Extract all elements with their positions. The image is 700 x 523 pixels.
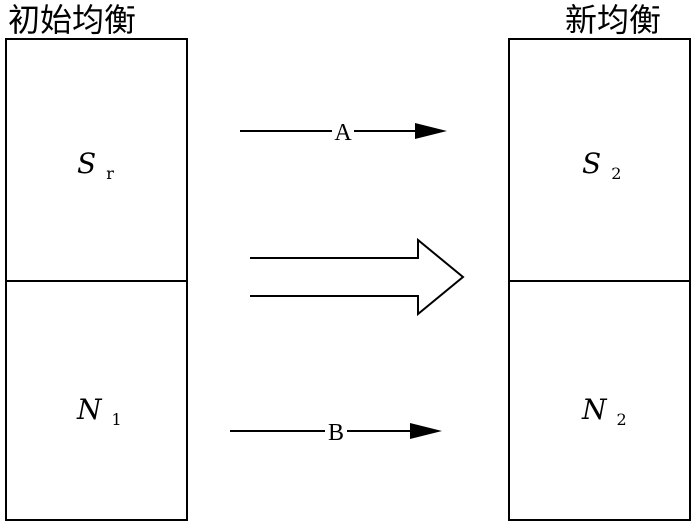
transition-double-arrow-outline	[250, 237, 465, 317]
initial-bottom-var: N	[77, 393, 102, 426]
arrow-b-label-bg	[325, 416, 347, 444]
arrow-a-head	[415, 123, 447, 139]
arrow-b-label: B	[328, 420, 344, 446]
initial-divider	[7, 280, 186, 282]
new-equilibrium-title: 新均衡	[565, 1, 662, 39]
initial-equilibrium-title: 初始均衡	[8, 1, 137, 39]
new-top-var: S	[582, 147, 602, 180]
initial-top-var: S	[77, 147, 97, 180]
transition-double-arrow	[250, 237, 465, 317]
arrow-a: A	[240, 116, 447, 146]
arrow-a-label-bg	[332, 116, 354, 144]
initial-top-sub: r	[106, 164, 114, 183]
new-bottom-sub: 2	[616, 410, 627, 429]
initial-bottom-sub: 1	[111, 410, 122, 429]
arrow-b: B	[230, 416, 442, 446]
new-divider	[510, 280, 689, 282]
arrow-b-head	[410, 423, 442, 439]
new-bottom-var: N	[582, 393, 607, 426]
new-top-sub: 2	[611, 164, 622, 183]
arrow-a-label: A	[334, 120, 352, 146]
